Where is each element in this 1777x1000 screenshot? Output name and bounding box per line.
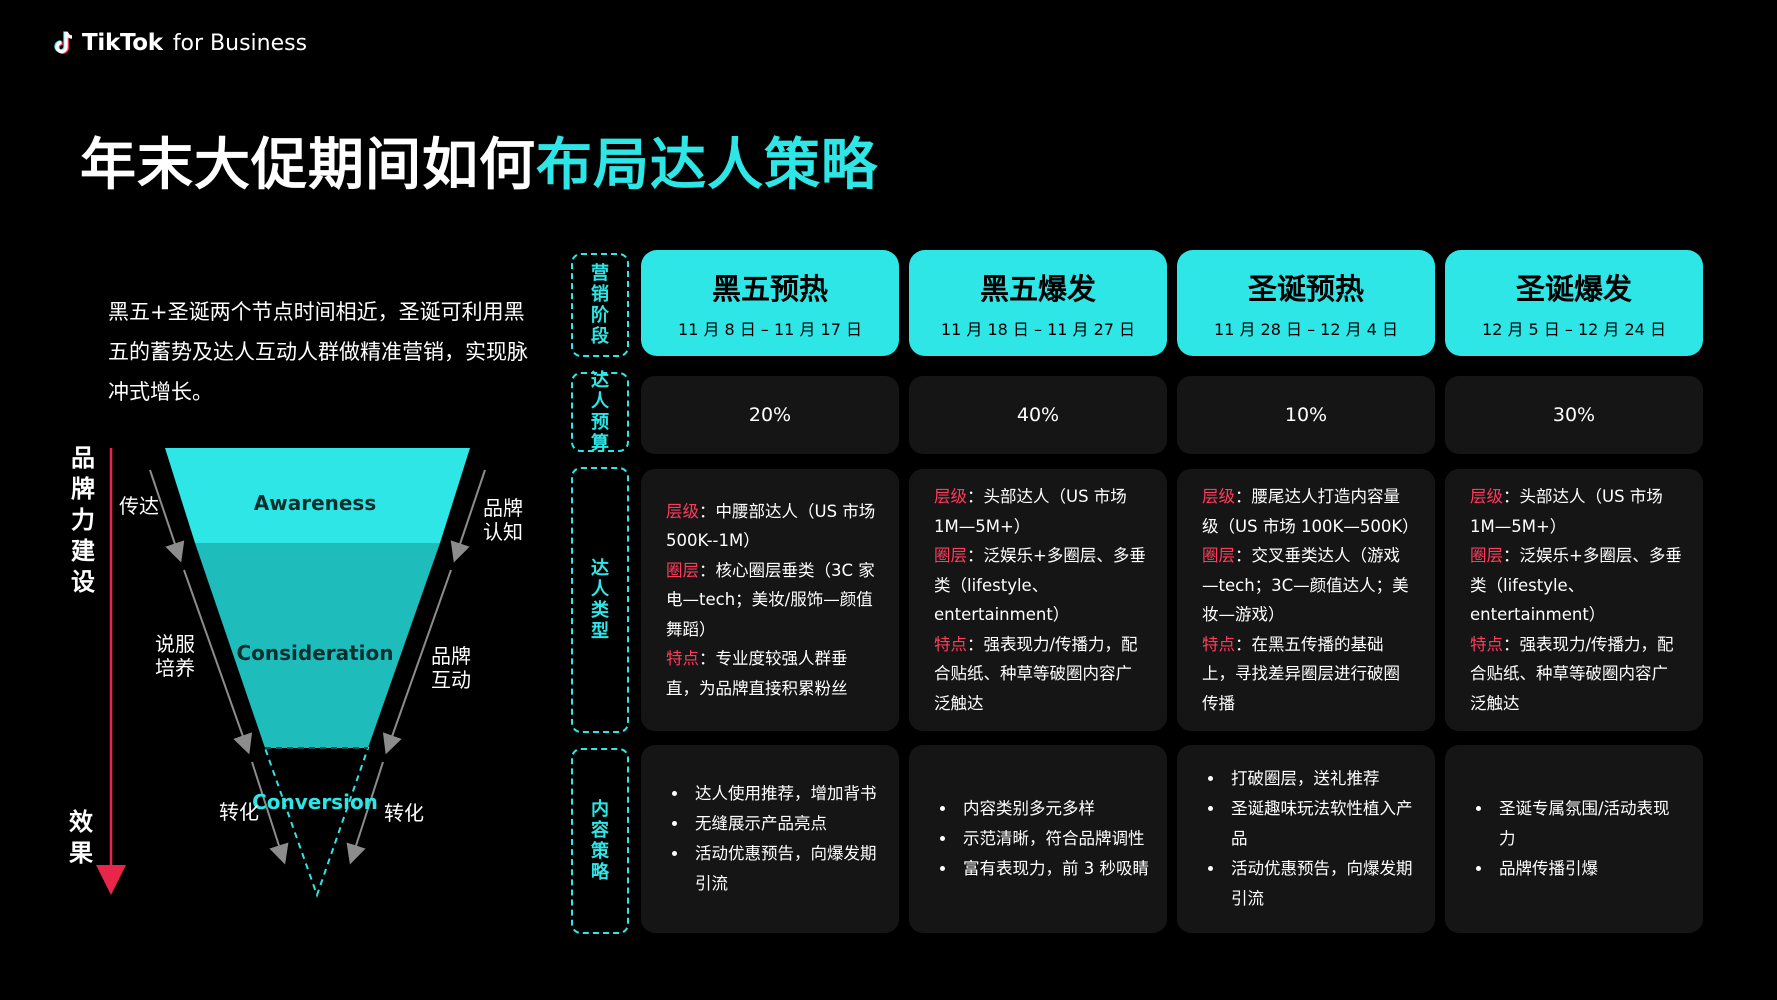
stage-header: 黑五爆发 11 月 18 日 – 11 月 27 日 (909, 250, 1167, 356)
kol-line: 圈层：交叉垂类达人（游戏—tech；3C—颜值达人；美妆—游戏） (1202, 546, 1409, 624)
left-arrow-3 (251, 761, 289, 865)
row-tag-budget: 达人预算 (571, 370, 629, 454)
list-item: 品牌传播引爆 (1493, 854, 1685, 884)
funnel-consideration (195, 543, 440, 748)
list-item: 无缝展示产品亮点 (689, 809, 881, 839)
list-item: 活动优惠预告，向爆发期引流 (689, 839, 881, 899)
tiktok-logo: TikTok for Business (54, 30, 307, 56)
funnel-stage-consideration: Consideration (236, 641, 394, 665)
kol-type-cell: 层级：头部达人（US 市场 1M—5M+） 圈层：泛娱乐+多圈层、多垂类（lif… (1445, 469, 1703, 731)
kol-line: 圈层：泛娱乐+多圈层、多垂类（lifestyle、entertainment） (934, 546, 1146, 624)
stage-name: 黑五预热 (711, 272, 828, 306)
kol-line: 特点：在黑五传播的基础上，寻找差异圈层进行破圈传播 (1202, 634, 1400, 713)
funnel-stage-conversion: Conversion (252, 790, 378, 814)
stage-name: 黑五爆发 (979, 272, 1096, 306)
list-item: 圣诞趣味玩法软性植入产品 (1225, 794, 1417, 854)
kol-line: 特点：强表现力/传播力，配合贴纸、种草等破圈内容广泛触达 (1470, 634, 1674, 713)
stage-name: 圣诞爆发 (1515, 272, 1632, 306)
funnel-right-label-2: 品牌互动 (431, 644, 471, 692)
kol-line: 层级：腰尾达人打造内容量级（US 市场 100K—500K） (1202, 487, 1419, 536)
right-arrow-3 (346, 761, 384, 865)
funnel-conversion (263, 747, 370, 899)
budget-cell: 30% (1445, 376, 1703, 454)
list-item: 内容类别多元多样 (957, 794, 1149, 824)
content-cell: 内容类别多元多样 示范清晰，符合品牌调性 富有表现力，前 3 秒吸睛 (909, 745, 1167, 933)
kol-line: 特点：专业度较强人群垂直，为品牌直接积累粉丝 (666, 649, 848, 698)
right-arrow-1 (450, 469, 486, 563)
funnel-awareness (165, 448, 470, 543)
kol-line: 层级：中腰部达人（US 市场 500K--1M） (666, 501, 876, 551)
content-cell: 达人使用推荐，增加背书 无缝展示产品亮点 活动优惠预告，向爆发期引流 (641, 745, 899, 933)
list-item: 活动优惠预告，向爆发期引流 (1225, 854, 1417, 914)
kol-line: 层级：头部达人（US 市场 1M—5M+） (1470, 487, 1663, 536)
right-arrow-2 (382, 569, 452, 755)
left-arrow-1 (149, 469, 185, 563)
funnel-right-label-3: 转化 (384, 801, 424, 825)
list-item: 富有表现力，前 3 秒吸睛 (957, 854, 1149, 884)
stage-header: 圣诞爆发 12 月 5 日 – 12 月 24 日 (1445, 250, 1703, 356)
logo-suffix: for Business (172, 30, 308, 56)
row-tag-stage: 营销阶段 (571, 253, 629, 357)
axis-label-effect: 效果 (69, 808, 93, 867)
stage-header: 圣诞预热 11 月 28 日 – 12 月 4 日 (1177, 250, 1435, 356)
content-cell: 圣诞专属氛围/活动表现力 品牌传播引爆 (1445, 745, 1703, 933)
funnel-stage-awareness: Awareness (253, 491, 377, 515)
kol-line: 特点：强表现力/传播力，配合贴纸、种草等破圈内容广泛触达 (934, 634, 1138, 713)
kol-line: 圈层：核心圈层垂类（3C 家电—tech；美妆/服饰—颜值舞蹈） (666, 560, 875, 639)
stage-header: 黑五预热 11 月 8 日 – 11 月 17 日 (641, 250, 899, 356)
kol-line: 层级：头部达人（US 市场 1M—5M+） (934, 487, 1127, 536)
row-tag-kol-type: 达人类型 (571, 467, 629, 733)
kol-type-cell: 层级：中腰部达人（US 市场 500K--1M） 圈层：核心圈层垂类（3C 家电… (641, 469, 899, 731)
list-item: 达人使用推荐，增加背书 (689, 779, 881, 809)
content-cell: 打破圈层，送礼推荐 圣诞趣味玩法软性植入产品 活动优惠预告，向爆发期引流 (1177, 745, 1435, 933)
budget-cell: 40% (909, 376, 1167, 454)
list-item: 圣诞专属氛围/活动表现力 (1493, 794, 1685, 854)
stage-date: 11 月 8 日 – 11 月 17 日 (678, 320, 862, 339)
row-tag-content: 内容策略 (571, 748, 629, 934)
title-highlight: 布局达人策略 (536, 133, 878, 198)
kol-type-cell: 层级：头部达人（US 市场 1M—5M+） 圈层：泛娱乐+多圈层、多垂类（lif… (909, 469, 1167, 731)
funnel-left-label-1: 传达 (119, 494, 159, 518)
list-item: 打破圈层，送礼推荐 (1225, 764, 1417, 794)
kol-line: 圈层：泛娱乐+多圈层、多垂类（lifestyle、entertainment） (1470, 546, 1682, 624)
stage-date: 11 月 28 日 – 12 月 4 日 (1214, 320, 1398, 339)
page-title: 年末大促期间如何布局达人策略 (80, 120, 878, 201)
intro-text: 黑五+圣诞两个节点时间相近，圣诞可利用黑五的蓄势及达人互动人群做精准营销，实现脉… (108, 300, 528, 404)
left-arrow-2 (183, 569, 253, 755)
stage-date: 11 月 18 日 – 11 月 27 日 (940, 320, 1136, 339)
funnel-left-label-3: 转化 (219, 800, 259, 824)
funnel-left-label-2: 说服培养 (155, 632, 195, 680)
list-item: 示范清晰，符合品牌调性 (957, 824, 1149, 854)
stage-date: 12 月 5 日 – 12 月 24 日 (1482, 320, 1666, 339)
logo-brand: TikTok (82, 30, 163, 56)
stage-name: 圣诞预热 (1247, 272, 1364, 306)
kol-type-cell: 层级：腰尾达人打造内容量级（US 市场 100K—500K） 圈层：交叉垂类达人… (1177, 469, 1435, 731)
axis-label-brand: 品牌力建设 (71, 444, 95, 596)
tiktok-note-icon (54, 31, 73, 54)
funnel-right-label-1: 品牌认知 (483, 496, 523, 544)
budget-cell: 10% (1177, 376, 1435, 454)
title-main: 年末大促期间如何 (80, 133, 536, 198)
budget-cell: 20% (641, 376, 899, 454)
